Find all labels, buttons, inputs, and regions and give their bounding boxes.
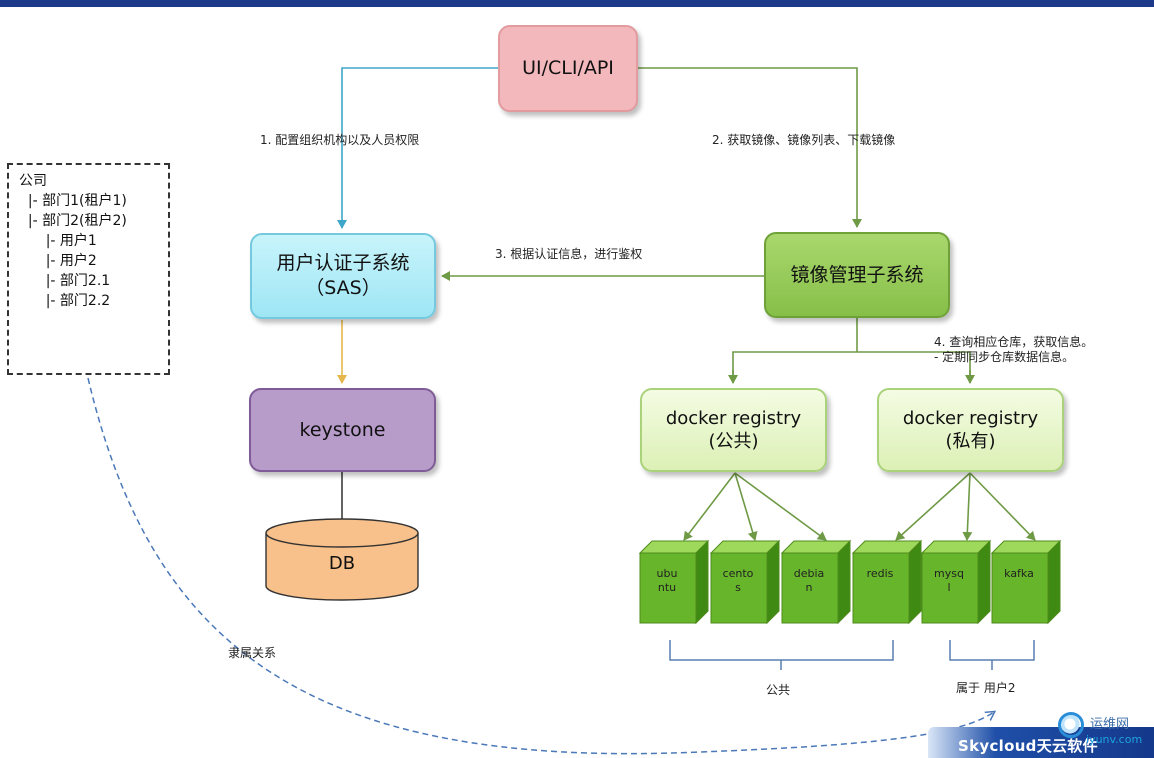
db-cylinder: [265, 518, 419, 601]
cube-label-kafka: kafka: [1004, 567, 1034, 580]
belongs-label: 隶属关系: [228, 646, 277, 660]
db-label: DB: [328, 553, 356, 574]
top-bar: [0, 0, 1154, 7]
sas-box: 用户认证子系统 （SAS）: [250, 233, 436, 319]
org-dept21: |- 部门2.1: [45, 273, 111, 289]
sas-label-line1: 用户认证子系统: [276, 252, 410, 275]
edge-public-to-debian: [734, 472, 827, 541]
org-root: 公司: [19, 173, 47, 189]
edge-ui-to-sas: [337, 67, 498, 229]
org-dept2: |- 部门2(租户2): [27, 213, 127, 229]
skycloud-logo-text: Skycloud天云软件: [958, 737, 1098, 755]
ui-cli-api-label: UI/CLI/API: [522, 57, 614, 80]
step3-label: 3. 根据认证信息，进行鉴权: [495, 247, 643, 261]
step4-label-line2: - 定期同步仓库数据信息。: [934, 350, 1075, 364]
mirror-management-label: 镜像管理子系统: [790, 263, 924, 286]
registry-private-box: docker registry (私有): [877, 388, 1064, 472]
sas-label-line2: （SAS）: [305, 277, 381, 299]
registry-private-line2: (私有): [945, 431, 996, 452]
org-tree: 公司 |- 部门1(租户1) |- 部门2(租户2) |- 用户1 |- 用户2…: [7, 163, 170, 375]
cube-debian: [780, 539, 852, 625]
image-cubes: [638, 539, 1062, 625]
cube-ubuntu: [638, 539, 710, 625]
registry-public-line2: (公共): [708, 431, 759, 452]
watermark-icon: [1058, 712, 1084, 738]
keystone-label: keystone: [299, 418, 386, 441]
registry-public-line1: docker registry: [665, 407, 802, 429]
brace-public: [669, 640, 894, 670]
edge-ui-to-mirror: [638, 67, 862, 228]
mirror-management-box: 镜像管理子系统: [764, 232, 950, 318]
org-user2: |- 用户2: [45, 253, 97, 269]
registry-private-line1: docker registry: [902, 407, 1039, 429]
edge-public-to-ubuntu: [683, 472, 736, 541]
ui-cli-api-box: UI/CLI/API: [498, 25, 638, 112]
org-user1: |- 用户1: [45, 233, 97, 249]
belongs-curve: [87, 377, 994, 755]
cube-label-redis: redis: [866, 567, 894, 580]
step1-label: 1. 配置组织机构以及人员权限: [260, 133, 420, 147]
edge-public-to-centos: [734, 472, 758, 541]
cube-centos: [709, 539, 781, 625]
watermark-text: 运维网: [1090, 717, 1130, 732]
step2-label: 2. 获取镜像、镜像列表、下载镜像: [712, 133, 896, 147]
org-dept22: |- 部门2.2: [45, 293, 111, 309]
group-user2-label: 属于 用户2: [956, 681, 1016, 695]
cube-redis: [851, 539, 923, 625]
registry-public-box: docker registry (公共): [640, 388, 827, 472]
cube-mysql: [920, 539, 992, 625]
step4-label-line1: 4. 查询相应仓库，获取信息。: [934, 335, 1094, 349]
brace-user2: [949, 640, 1035, 670]
cube-kafka: [990, 539, 1062, 625]
edge-private-to-kafka: [969, 472, 1036, 541]
keystone-box: keystone: [249, 388, 436, 472]
edge-private-to-redis: [895, 472, 971, 541]
watermark-url: iyunv.com: [1086, 733, 1143, 746]
edge-private-to-mysql: [962, 472, 973, 541]
skycloud-logo-bar: [928, 727, 1154, 758]
org-dept1: |- 部门1(租户1): [27, 193, 127, 209]
group-public-label: 公共: [766, 683, 791, 697]
